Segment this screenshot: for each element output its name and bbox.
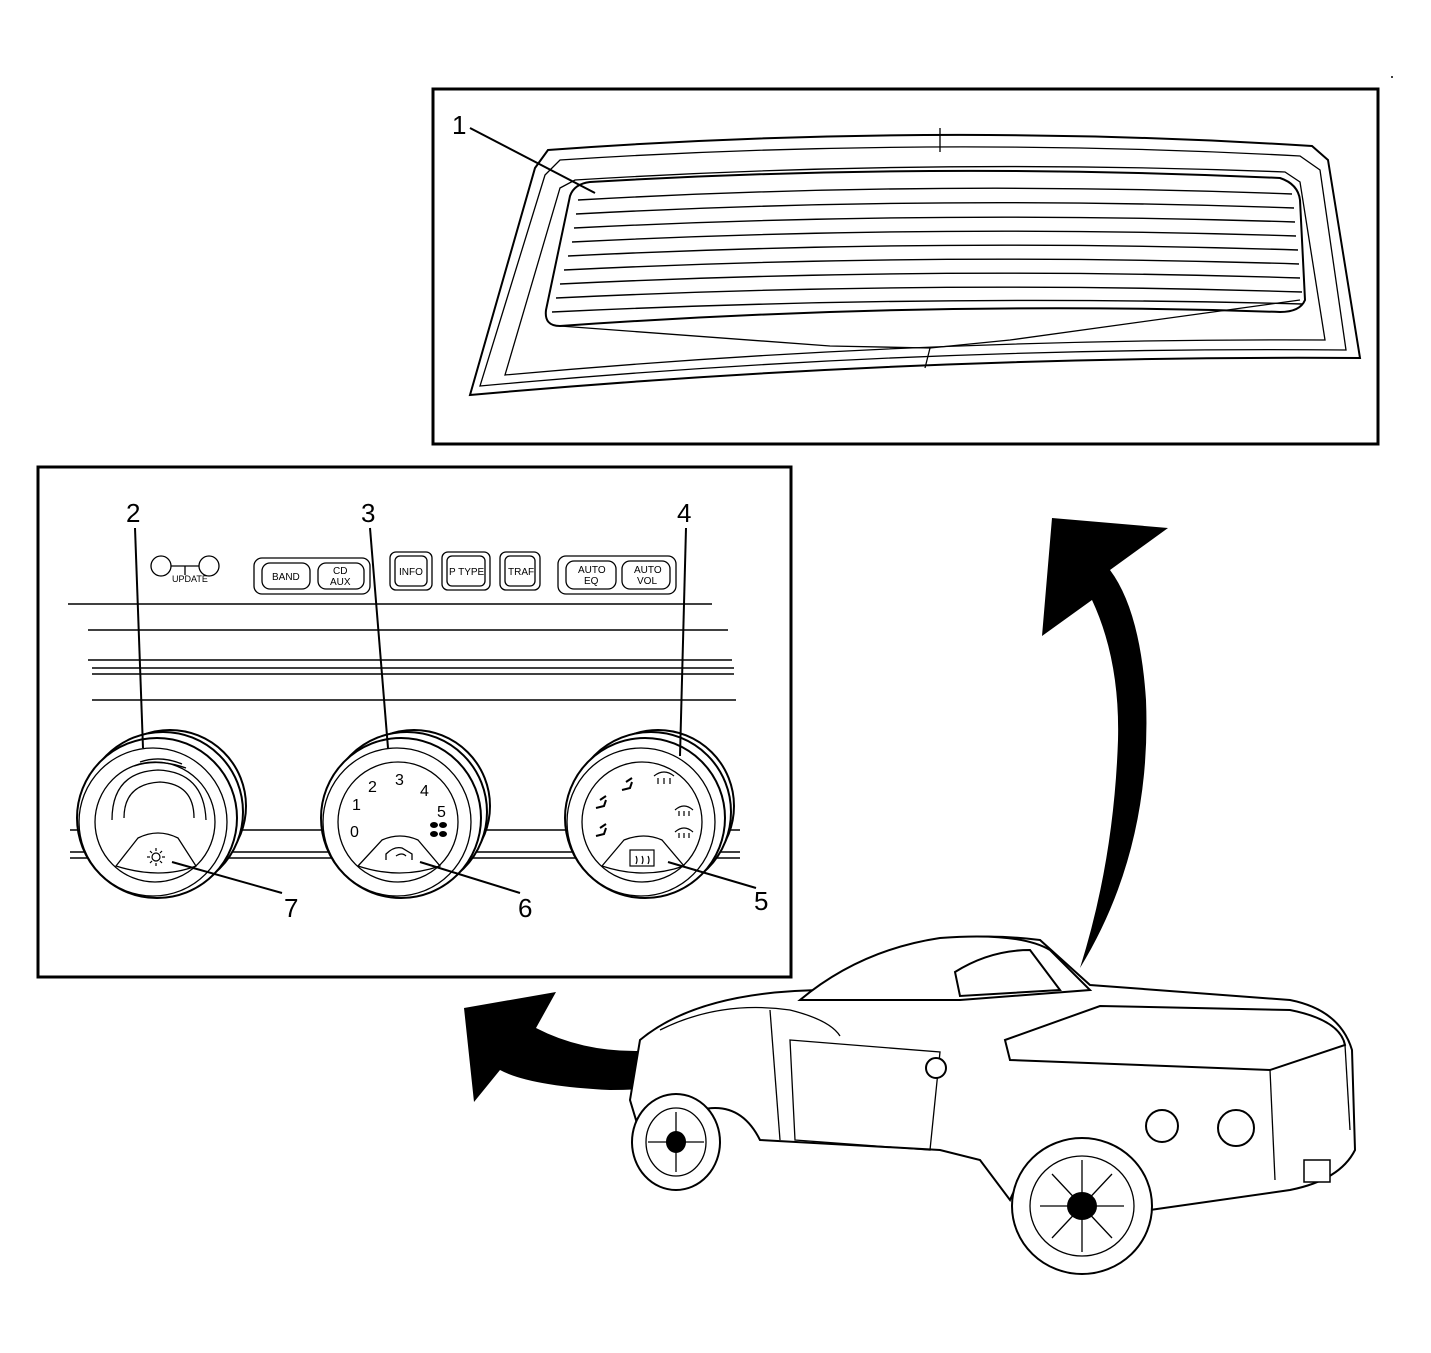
fan-speed-1: 1 (352, 797, 361, 814)
temperature-knob[interactable] (76, 729, 247, 899)
rear-wheel (1011, 1137, 1153, 1275)
traf-button[interactable] (504, 555, 536, 587)
blower-motor-knob[interactable]: 0 1 2 3 4 5 (320, 729, 491, 899)
info-button[interactable] (394, 555, 428, 587)
ptype-label: P TYPE (449, 567, 485, 578)
rear-window-inner-frame (479, 146, 1347, 387)
callout-3: 3 (361, 498, 375, 528)
rear-defog-icon (629, 849, 655, 867)
floor-mode-icon (595, 823, 607, 837)
fan-speed-4: 4 (420, 783, 429, 800)
ptype-button[interactable] (446, 555, 486, 587)
auto-eq-line1: AUTO (578, 565, 606, 576)
callout-5: 5 (754, 886, 768, 916)
callout-4: 4 (677, 498, 691, 528)
vehicle-front-fender (659, 1006, 841, 1037)
traf-label: TRAF (508, 567, 534, 578)
fan-speed-5: 5 (437, 804, 446, 821)
vehicle-illustration (628, 935, 1357, 1275)
info-label: INFO (399, 567, 423, 578)
band-cd-button-group (253, 557, 371, 595)
vehicle-rear-window (953, 948, 1062, 998)
aux-label: AUX (330, 577, 351, 588)
callout-1-leader (469, 127, 596, 194)
callout-1: 1 (452, 110, 466, 140)
defogger-grid-lines (551, 187, 1303, 313)
rear-window-panel: 1 (431, 87, 1380, 446)
update-label: UPDATE (172, 574, 208, 584)
tail-light (1217, 1109, 1255, 1147)
info-button-frame (389, 551, 433, 591)
rear-window-glass-edge (504, 165, 1326, 376)
auto-eq-button[interactable] (565, 560, 617, 590)
callout-2: 2 (126, 498, 140, 528)
license-plate (1303, 1159, 1331, 1183)
hvac-panel-frame-box (36, 465, 793, 979)
sun-icon (147, 848, 165, 866)
blower-knob-face (337, 761, 459, 883)
traf-button-frame (499, 551, 541, 591)
bi-level-mode-icon (621, 777, 633, 791)
mode-knob-face (581, 761, 703, 883)
band-label: BAND (272, 572, 300, 583)
recirculation-button[interactable] (356, 835, 442, 874)
hvac-control-panel: UPDATE BAND CD AUX INFO P TYPE TRAF AUTO… (36, 465, 793, 979)
auto-vol-button[interactable] (621, 560, 671, 590)
band-button[interactable] (261, 562, 311, 590)
radio-button-row: UPDATE BAND CD AUX INFO P TYPE TRAF AUTO… (150, 551, 677, 595)
rear-window-outer-frame (468, 133, 1362, 397)
front-wheel (631, 1093, 721, 1191)
cd-aux-button[interactable] (317, 562, 365, 590)
callout-6: 6 (518, 893, 532, 923)
rear-window-glass (544, 169, 1307, 328)
recirculation-icon (385, 846, 413, 860)
fan-speed-2: 2 (368, 779, 377, 796)
vehicle-tonneau-cover (1003, 1004, 1347, 1072)
callout-7: 7 (284, 893, 298, 923)
vehicle-door (789, 1039, 941, 1151)
fuel-door (1145, 1109, 1179, 1143)
defrost-mode-icon-2 (674, 827, 694, 838)
auto-vol-line2: VOL (637, 576, 657, 587)
stray-dot (1391, 76, 1393, 78)
temperature-arc (111, 769, 207, 821)
defog-mode-icon (653, 771, 675, 784)
door-handle (925, 1057, 947, 1079)
fan-icon (430, 822, 447, 837)
arrow-to-rear-window (1042, 518, 1168, 968)
arrow-to-hvac-panel (464, 992, 832, 1102)
ptype-button-frame (441, 551, 491, 591)
defrost-mode-icon-1 (674, 805, 694, 816)
fan-speed-0: 0 (350, 824, 359, 841)
auto-button-group (557, 555, 677, 595)
auto-vol-line1: AUTO (634, 565, 662, 576)
air-delivery-mode-knob[interactable] (564, 729, 735, 899)
cd-label: CD (333, 566, 347, 577)
temperature-button[interactable] (114, 832, 197, 874)
auto-eq-line2: EQ (584, 576, 599, 587)
vent-mode-icon (595, 795, 607, 809)
fan-speed-3: 3 (395, 772, 404, 789)
callout-leaders (134, 527, 757, 894)
